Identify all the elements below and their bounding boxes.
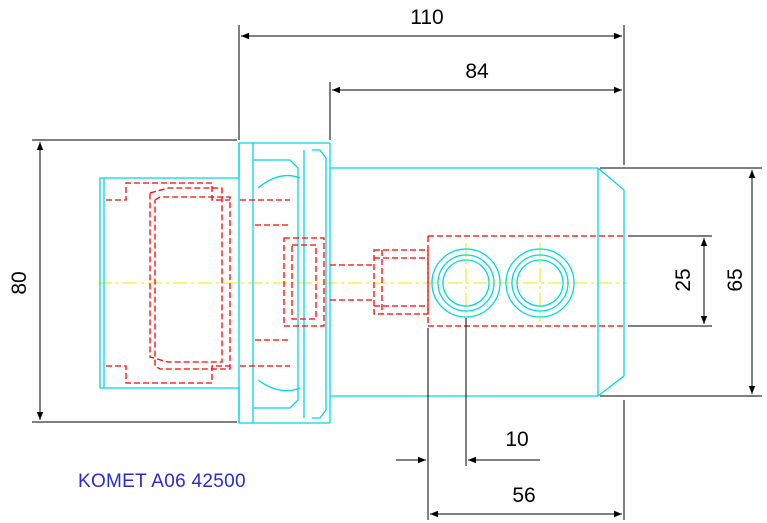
dim-body-diameter: 65 — [724, 268, 747, 291]
dim-hole-length: 56 — [512, 484, 535, 507]
part-outline — [99, 142, 625, 424]
dim-offset: 10 — [505, 428, 528, 451]
dim-flange-diameter: 80 — [8, 271, 31, 294]
dim-bore-spacing: 25 — [672, 268, 695, 291]
dimension-lines — [32, 25, 762, 520]
hidden-lines — [106, 182, 626, 384]
part-number-caption: KOMET A06 42500 — [78, 471, 246, 492]
dim-overall-length: 110 — [410, 6, 443, 29]
dim-body-length: 84 — [465, 60, 489, 83]
centerline — [98, 243, 628, 322]
